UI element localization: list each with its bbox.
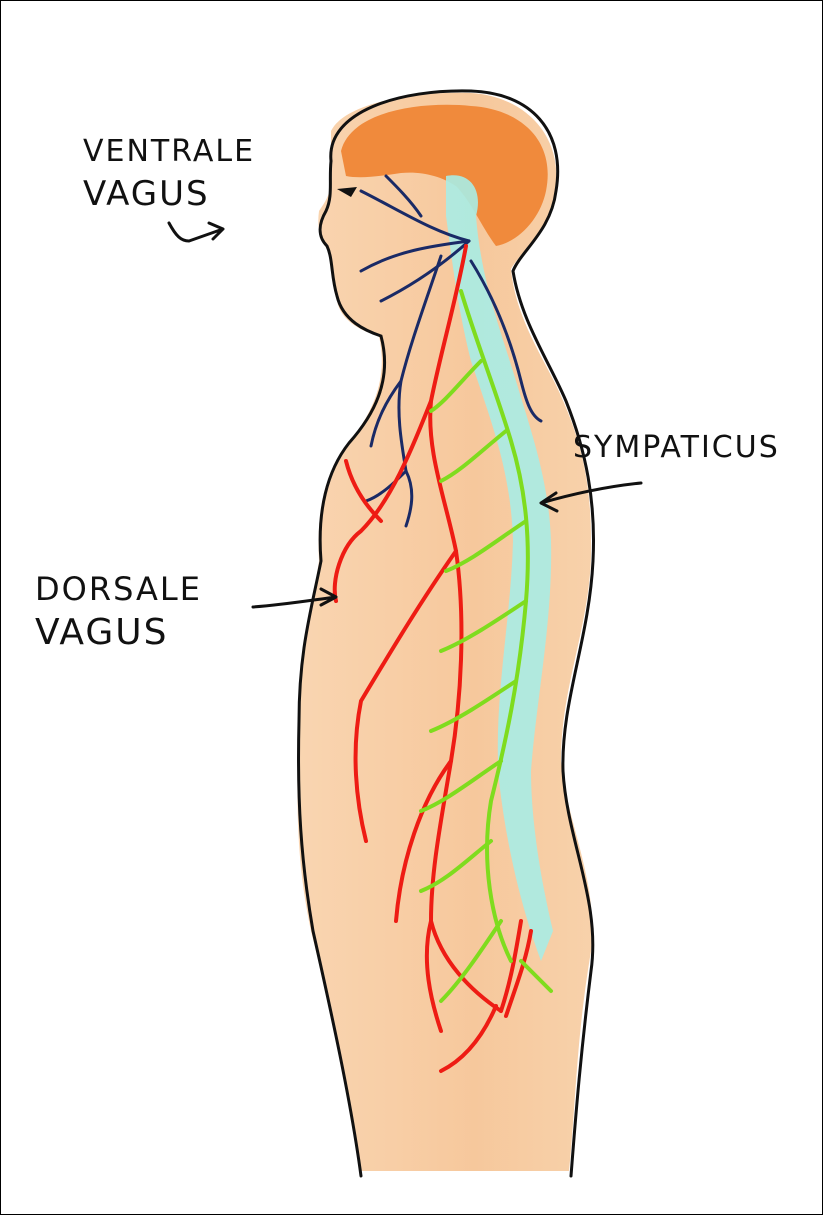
dorsale-vagus-label-line2: VAGUS [35, 615, 168, 651]
dorsale-vagus-label-line1: DORSALE [35, 573, 202, 605]
ventrale-arrow-icon [169, 223, 223, 241]
dorsale-arrow-icon [253, 589, 336, 607]
ventrale-vagus-label-line1: VENTRALE [83, 137, 255, 167]
body-skin [297, 93, 592, 1171]
sympaticus-label: SYMPATICUS [573, 433, 780, 463]
ventrale-vagus-label-line2: VAGUS [83, 177, 210, 211]
